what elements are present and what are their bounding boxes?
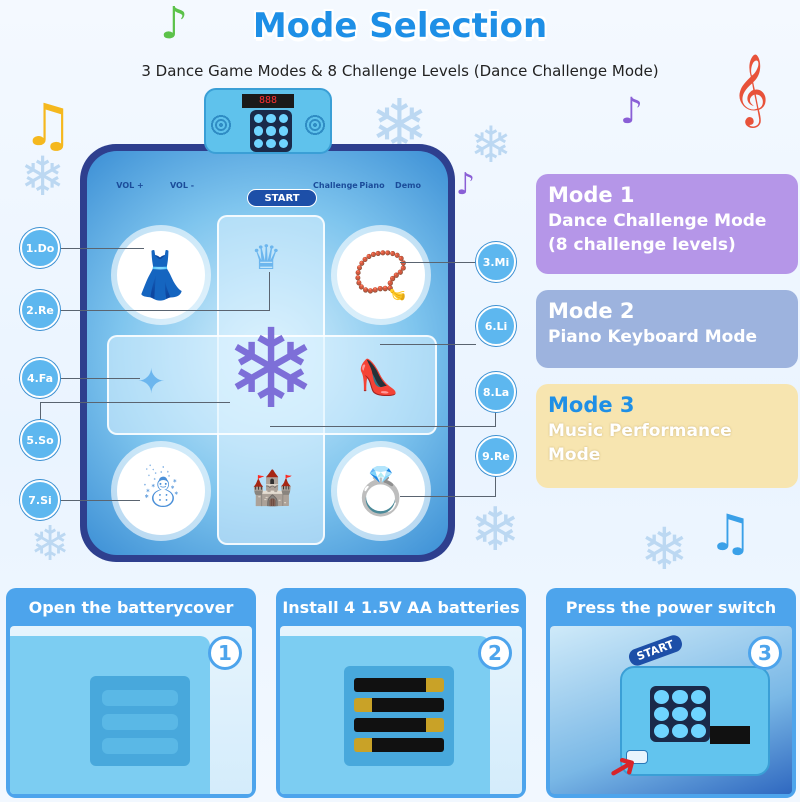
key-label-1: 1.Do xyxy=(20,228,60,268)
mode-2-name: Mode 2 xyxy=(548,299,635,323)
mat-label-challenge: Challenge xyxy=(313,181,358,190)
battery-slot xyxy=(102,738,178,754)
mat-label-vol-up: VOL + xyxy=(116,181,144,190)
connector-line xyxy=(270,426,496,427)
control-keypad[interactable] xyxy=(250,110,292,152)
connector-line xyxy=(495,408,496,426)
mode-card-2: Mode 2 Piano Keyboard Mode xyxy=(536,290,798,368)
music-note-icon: ♪ xyxy=(620,91,643,132)
step-1-label: Open the batterycover xyxy=(28,597,234,617)
dance-mat: VOL + VOL - START Challenge Piano Demo 👗… xyxy=(80,144,455,562)
music-note-icon: ♪ xyxy=(456,167,476,202)
connector-line xyxy=(380,344,476,345)
pad-snowman[interactable]: ☃ xyxy=(117,447,205,535)
aa-battery xyxy=(354,678,444,692)
snowflake-icon: ❄ xyxy=(470,495,521,565)
step-3-label: Press the power switch xyxy=(565,597,777,617)
necklace-icon: 📿 xyxy=(352,247,410,302)
tiara-icon: ♛ xyxy=(251,238,282,278)
battery-slot xyxy=(102,690,178,706)
key-label-9: 9.Re xyxy=(476,436,516,476)
mode-3-description: Music Performance Mode xyxy=(548,421,732,465)
mode-card-3: Mode 3 Music Performance Mode xyxy=(536,384,798,488)
page-subtitle: 3 Dance Game Modes & 8 Challenge Levels … xyxy=(141,62,659,80)
ring-icon: 💍 xyxy=(352,463,410,518)
connector-line xyxy=(40,402,230,403)
mat-cross-horizontal xyxy=(107,335,437,435)
music-notes-icon: ♫ xyxy=(22,91,74,159)
music-notes-icon: ♫ xyxy=(708,504,753,562)
dress-icon: 👗 xyxy=(132,247,190,302)
dance-mat-surface: VOL + VOL - START Challenge Piano Demo 👗… xyxy=(87,151,448,555)
connector-line xyxy=(495,476,496,496)
snowman-icon: ☃ xyxy=(140,464,182,518)
power-switch[interactable] xyxy=(626,750,648,764)
key-label-4: 4.Fa xyxy=(20,358,60,398)
music-note-icon: ♪ xyxy=(160,0,189,49)
mode-2-description: Piano Keyboard Mode xyxy=(548,327,758,347)
led-display xyxy=(710,726,750,744)
mat-label-vol-down: VOL - xyxy=(169,181,195,190)
connector-line xyxy=(269,272,270,310)
control-keypad[interactable] xyxy=(650,686,710,742)
wand-icon: ✦ xyxy=(137,362,166,402)
aa-battery xyxy=(354,698,444,712)
snowflake-icon: ❄ xyxy=(30,516,71,572)
aa-battery xyxy=(354,738,444,752)
control-box: 888 xyxy=(204,88,332,154)
key-label-2: 2.Re xyxy=(20,290,60,330)
mat-start-button[interactable]: START xyxy=(247,189,317,207)
snowflake-icon: ❄ xyxy=(640,515,689,583)
snowflake-icon: ❄ xyxy=(20,145,66,208)
key-label-3: 3.Mi xyxy=(476,242,516,282)
connector-line xyxy=(400,262,476,263)
connector-line xyxy=(400,496,496,497)
mode-3-name: Mode 3 xyxy=(548,393,635,417)
pad-necklace[interactable]: 📿 xyxy=(337,231,425,319)
snowflake-icon: ❄ xyxy=(470,116,512,174)
mode-card-1: Mode 1 Dance Challenge Mode (8 challenge… xyxy=(536,174,798,274)
pad-ring[interactable]: 💍 xyxy=(337,447,425,535)
key-label-6: 6.Li xyxy=(476,306,516,346)
install-batteries-image: 2 xyxy=(280,626,522,794)
connector-line xyxy=(60,378,140,379)
speaker-icon xyxy=(210,114,232,136)
battery-slot xyxy=(102,714,178,730)
step-1-number: 1 xyxy=(208,636,242,670)
mode-1-description: Dance Challenge Mode (8 challenge levels… xyxy=(548,211,767,255)
power-switch-image: START ➜ 3 xyxy=(550,626,792,794)
mat-label-demo: Demo xyxy=(395,181,421,190)
step-card-3: Press the power switch START ➜ 3 xyxy=(546,588,796,798)
page-title: Mode Selection xyxy=(252,6,548,46)
battery-cover-image: 1 xyxy=(10,626,252,794)
key-label-7: 7.Si xyxy=(20,480,60,520)
castle-icon: 🏰 xyxy=(251,468,294,508)
step-card-1: Open the batterycover 1 xyxy=(6,588,256,798)
key-label-5: 5.So xyxy=(20,420,60,460)
aa-battery xyxy=(354,718,444,732)
glass-slippers-icon: 👠 xyxy=(357,358,400,398)
step-2-number: 2 xyxy=(478,636,512,670)
center-snowflake-icon: ❄ xyxy=(224,305,318,433)
led-display: 888 xyxy=(242,94,294,108)
connector-line xyxy=(40,402,41,422)
mat-label-piano: Piano xyxy=(359,181,385,190)
mode-1-name: Mode 1 xyxy=(548,183,635,207)
step-2-label: Install 4 1.5V AA batteries xyxy=(282,597,520,617)
pad-princess-dress[interactable]: 👗 xyxy=(117,231,205,319)
step-card-2: Install 4 1.5V AA batteries 2 xyxy=(276,588,526,798)
key-label-8: 8.La xyxy=(476,372,516,412)
speaker-icon xyxy=(304,114,326,136)
connector-line xyxy=(60,248,144,249)
treble-clef-icon: 𝄞 xyxy=(732,52,769,125)
step-3-number: 3 xyxy=(748,636,782,670)
connector-line xyxy=(60,310,270,311)
connector-line xyxy=(60,500,140,501)
